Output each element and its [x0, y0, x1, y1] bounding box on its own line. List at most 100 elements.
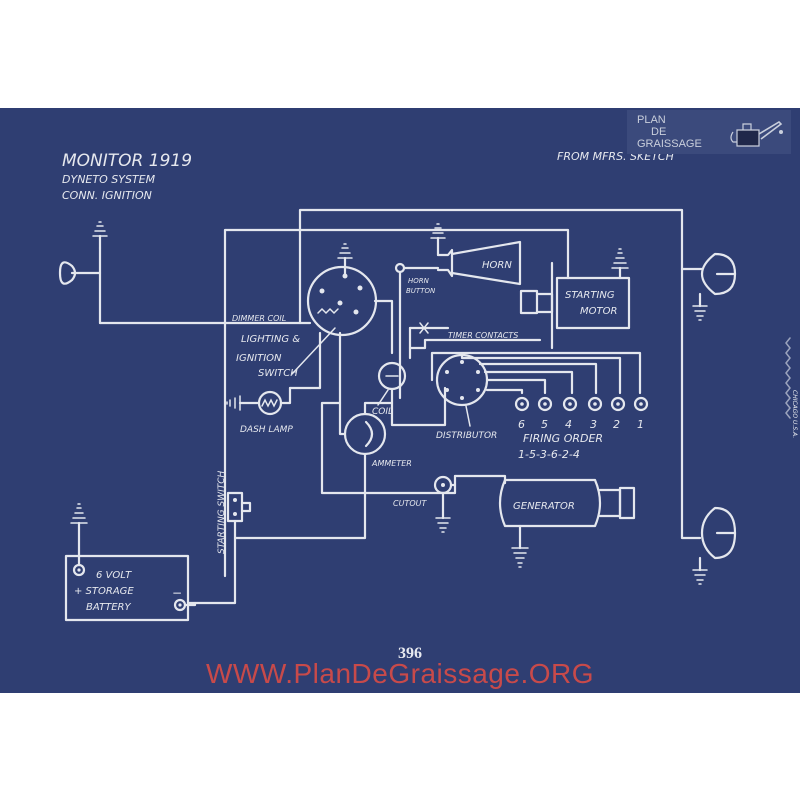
lighting-switch-label-3: SWITCH	[258, 368, 298, 379]
ground-symbol-switch	[337, 243, 353, 259]
battery-positive-center	[77, 568, 81, 572]
horn-bell	[450, 240, 522, 286]
distributor-leader-line	[465, 405, 471, 427]
ammeter-to-battery-wire	[234, 452, 367, 540]
starting-switch-contact-2	[233, 512, 237, 516]
cutout-to-generator-wire	[453, 474, 507, 485]
storage-battery	[64, 554, 190, 622]
starting-motor-pinion	[519, 289, 539, 315]
cylinder-5-label: 5	[541, 418, 548, 431]
plan-de-graissage-logo: PLAN DE GRAISSAGE	[627, 110, 791, 154]
spark-plug-6	[514, 396, 530, 412]
plug-lead-3	[478, 362, 598, 395]
distributor-terminal-3	[476, 388, 480, 392]
battery-negative-lead	[183, 601, 197, 607]
distributor-terminal-5	[445, 388, 449, 392]
cutout-contact	[441, 483, 445, 487]
battery-label: BATTERY	[86, 602, 131, 613]
cylinder-1-label: 1	[637, 418, 644, 431]
ammeter-lead-top	[363, 401, 394, 416]
timer-contacts-label: TIMER CONTACTS	[448, 331, 518, 340]
ground-symbol-right-lower	[692, 556, 708, 585]
plug-lead-2	[460, 353, 622, 395]
right-lower-headlight	[700, 506, 737, 560]
stamp-edge	[785, 337, 791, 419]
timer-contacts-icon	[419, 322, 429, 334]
wiring-diagram: MONITOR 1919 DYNETO SYSTEM CONN. IGNITIO…	[58, 150, 798, 622]
switch-to-dash-lamp-wire	[288, 331, 322, 390]
switch-contact-5	[337, 300, 343, 306]
horn-button-label-1: HORN	[408, 277, 430, 285]
coil-label: COIL	[372, 407, 393, 417]
right-upper-headlight	[700, 252, 737, 296]
ground-symbol-right-upper	[692, 292, 708, 321]
generator-label: GENERATOR	[513, 501, 575, 512]
horn-button-icon	[394, 262, 406, 274]
top-wire	[298, 208, 684, 325]
ground-symbol-cutout	[435, 517, 451, 533]
ammeter-label: AMMETER	[371, 459, 412, 468]
distributor-terminal-6	[445, 370, 449, 374]
starter-feed-wire	[223, 228, 570, 578]
plug-lead-1	[430, 351, 642, 395]
cylinder-6-label: 6	[518, 418, 525, 431]
dimmer-coil-resistor	[317, 307, 339, 315]
timer-contacts-loop	[408, 326, 542, 350]
starting-motor	[555, 276, 631, 330]
generator-pulley	[618, 486, 636, 520]
ammeter	[343, 412, 387, 456]
battery-voltage: 6 VOLT	[96, 570, 132, 581]
cutout-label: CUTOUT	[393, 499, 427, 508]
ammeter-needle	[364, 420, 374, 448]
distributor-terminal-2	[476, 370, 480, 374]
switch-to-coil-wire	[373, 299, 394, 355]
spark-plug-1	[633, 396, 649, 412]
starting-motor-label-2: MOTOR	[580, 306, 617, 317]
distributor-terminal-4	[460, 396, 464, 400]
page-number: 396	[398, 645, 422, 662]
plug-lead-5	[485, 378, 547, 395]
dash-lamp-label: DASH LAMP	[240, 425, 293, 435]
starting-switch-label: STARTING SWITCH	[217, 470, 227, 554]
dash-lamp-filament	[261, 398, 278, 408]
spark-plugs	[514, 396, 649, 412]
title-ignition: CONN. IGNITION	[62, 189, 152, 202]
generator-shaft	[598, 488, 622, 518]
dimmer-coil-label: DIMMER COIL	[232, 314, 286, 323]
horn-neck	[436, 248, 454, 278]
starting-switch	[226, 491, 244, 523]
chicago-stamp: CHICAGO U.S.A.	[791, 390, 798, 438]
title-system: DYNETO SYSTEM	[62, 173, 156, 186]
ground-symbol-motor	[611, 248, 629, 269]
cylinder-3-label: 3	[590, 418, 597, 431]
logo-line-2: DE	[651, 126, 667, 138]
switch-contact-2	[319, 288, 325, 294]
switch-to-cutout-wire	[320, 331, 457, 495]
ground-symbol-horn	[430, 223, 446, 239]
distributor-label: DISTRIBUTOR	[436, 431, 497, 441]
battery-negative-center	[178, 603, 182, 607]
oil-can-icon	[730, 120, 783, 147]
starting-switch-pedal	[240, 501, 252, 513]
starting-switch-contact-1	[233, 498, 237, 502]
ammeter-lead-left	[338, 401, 347, 436]
lighting-switch-label-1: LIGHTING &	[241, 334, 300, 345]
ground-symbol-generator	[511, 547, 529, 568]
switch-contact-3	[357, 285, 363, 291]
lighting-switch-label-2: IGNITION	[236, 353, 282, 364]
left-headlight-lead	[70, 246, 102, 275]
lighting-switch-body	[306, 265, 378, 337]
horn-label: HORN	[482, 260, 512, 271]
spark-plug-5	[537, 396, 553, 412]
coil-to-distributor-wire	[390, 386, 447, 427]
firing-order-label: FIRING ORDER	[523, 432, 603, 445]
ground-symbol-battery	[70, 503, 88, 524]
logo-line-3: GRAISSAGE	[637, 138, 702, 150]
starting-switch-to-battery	[186, 519, 237, 605]
spark-plug-4	[562, 396, 578, 412]
dash-lamp-feed	[279, 386, 292, 405]
ground-symbol-left	[92, 221, 108, 250]
switch-leader-line	[291, 327, 336, 375]
generator	[498, 478, 602, 528]
cylinder-4-label: 4	[565, 418, 572, 431]
